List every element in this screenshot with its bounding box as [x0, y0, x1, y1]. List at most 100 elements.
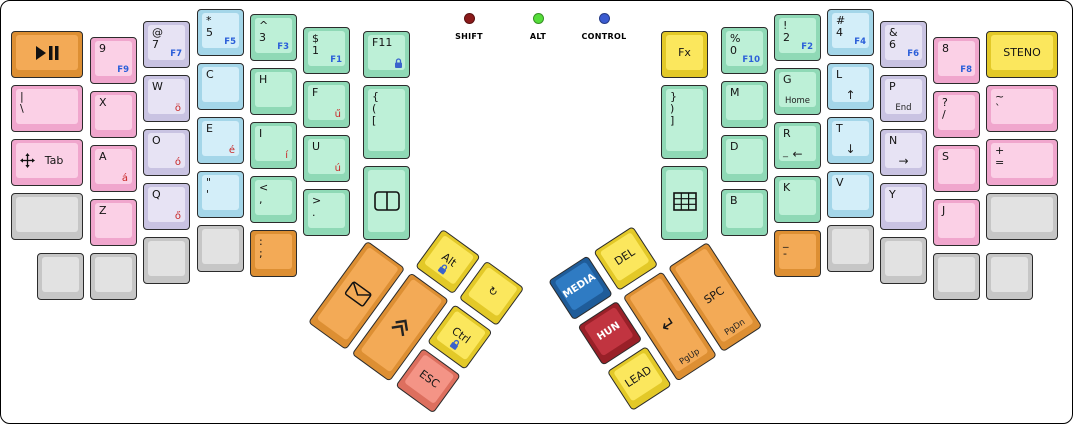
key-underscore-dash[interactable]: _ -: [774, 230, 821, 277]
key-legend: < ,: [259, 181, 269, 206]
key-tab[interactable]: Tab: [11, 139, 83, 186]
key-blank-right-outer[interactable]: [986, 193, 1058, 240]
key-grid-layout[interactable]: [661, 166, 708, 240]
thumb-left-key-mail[interactable]: [307, 240, 406, 351]
key-blank-bottom-l1[interactable]: [37, 253, 84, 300]
key-colon-semicolon[interactable]: : ;: [250, 230, 297, 277]
play-pause-icon: [16, 35, 78, 70]
keycap-top: J: [938, 203, 975, 238]
key-blank-bottom-r2[interactable]: [880, 237, 927, 284]
key-letter-s[interactable]: S: [933, 145, 980, 192]
key-letter-t[interactable]: T↓: [827, 117, 874, 164]
key-letter-k[interactable]: K: [774, 176, 821, 223]
key-fn-legend: F8: [960, 65, 972, 75]
key-layout-split[interactable]: [363, 166, 410, 240]
key-steno[interactable]: STENO: [986, 31, 1058, 78]
key-letter-z[interactable]: Z: [90, 199, 137, 246]
key-fn-legend: F10: [742, 55, 760, 65]
key-legend: U: [312, 140, 321, 153]
thumb-left-key-page-chevrons[interactable]: [351, 272, 449, 382]
keycap-top: ↻: [467, 266, 519, 317]
key-accent-legend: ú: [334, 163, 341, 174]
keycap-top: Ctrl: [435, 310, 487, 361]
key-legend: F: [312, 86, 319, 99]
keycap-top: > .: [308, 193, 345, 228]
key-blank-bottom-l2[interactable]: [90, 253, 137, 300]
key-pipe-backslash[interactable]: | \: [11, 85, 83, 132]
key-blank-bottom-l3[interactable]: [143, 237, 190, 284]
key-letter-c[interactable]: C: [197, 63, 244, 110]
keycap-top: [16, 35, 78, 70]
key-letter-m[interactable]: M: [721, 81, 768, 128]
key-blank-bottom-r1[interactable]: [827, 225, 874, 272]
key-play-pause[interactable]: [11, 31, 83, 78]
key-letter-y[interactable]: Y: [880, 183, 927, 230]
key-brace-paren-bracket-right[interactable]: } ) ]: [661, 85, 708, 159]
key-greater-period[interactable]: > .: [303, 189, 350, 236]
key-legend: % 0: [730, 32, 741, 57]
key-fx[interactable]: Fx: [661, 31, 708, 78]
key-letter-j[interactable]: J: [933, 199, 980, 246]
key-accent-legend: ö: [174, 103, 181, 114]
key-less-comma[interactable]: < ,: [250, 176, 297, 223]
key-question-slash[interactable]: ? /: [933, 91, 980, 138]
arrow-legend: ↓: [845, 142, 856, 156]
keycap-top: Z: [95, 203, 132, 238]
key-fn-legend: F6: [907, 49, 919, 59]
key-letter-x[interactable]: X: [90, 91, 137, 138]
key-quote-apostrophe[interactable]: " ': [197, 171, 244, 218]
key-fn-legend: F5: [224, 37, 236, 47]
keycap-top: | \: [16, 89, 78, 124]
key-f11[interactable]: F11: [363, 31, 410, 78]
key-blank-left-outer[interactable]: [11, 193, 83, 240]
key-tilde-backtick[interactable]: ~ `: [986, 85, 1058, 132]
key-letter-d[interactable]: D: [721, 135, 768, 182]
key-letter-b[interactable]: B: [721, 189, 768, 236]
indicator-shift: SHIFT: [434, 13, 504, 41]
thumb-left-key-alt[interactable]: Alt: [415, 228, 481, 295]
key-letter-r[interactable]: R_←: [774, 122, 821, 169]
move-icon: [16, 143, 78, 178]
key-blank-bottom-l4[interactable]: [197, 225, 244, 272]
thumb-left-key-ctrl[interactable]: Ctrl: [427, 304, 493, 370]
key-blank-bottom-r4[interactable]: [986, 253, 1033, 300]
keycap-top: Tab: [16, 143, 78, 178]
key-legend: ! 2: [783, 19, 790, 44]
key-brace-paren-bracket-left[interactable]: { ( [: [363, 85, 410, 159]
keycap-top: < ,: [255, 180, 292, 215]
key-letter-v[interactable]: V: [827, 171, 874, 218]
key-plus-equals[interactable]: + =: [986, 139, 1058, 186]
key-fn-legend: F1: [330, 55, 342, 65]
key-letter-h[interactable]: H: [250, 68, 297, 115]
keycap-top: ? /: [938, 95, 975, 130]
key-letter-l[interactable]: L↑: [827, 63, 874, 110]
keycap-top: ESC: [404, 354, 455, 405]
key-blank-bottom-r3[interactable]: [933, 253, 980, 300]
arrow-legend: →: [898, 154, 909, 168]
key-letter-n[interactable]: N→: [880, 129, 927, 176]
keycap-top: S: [938, 149, 975, 184]
